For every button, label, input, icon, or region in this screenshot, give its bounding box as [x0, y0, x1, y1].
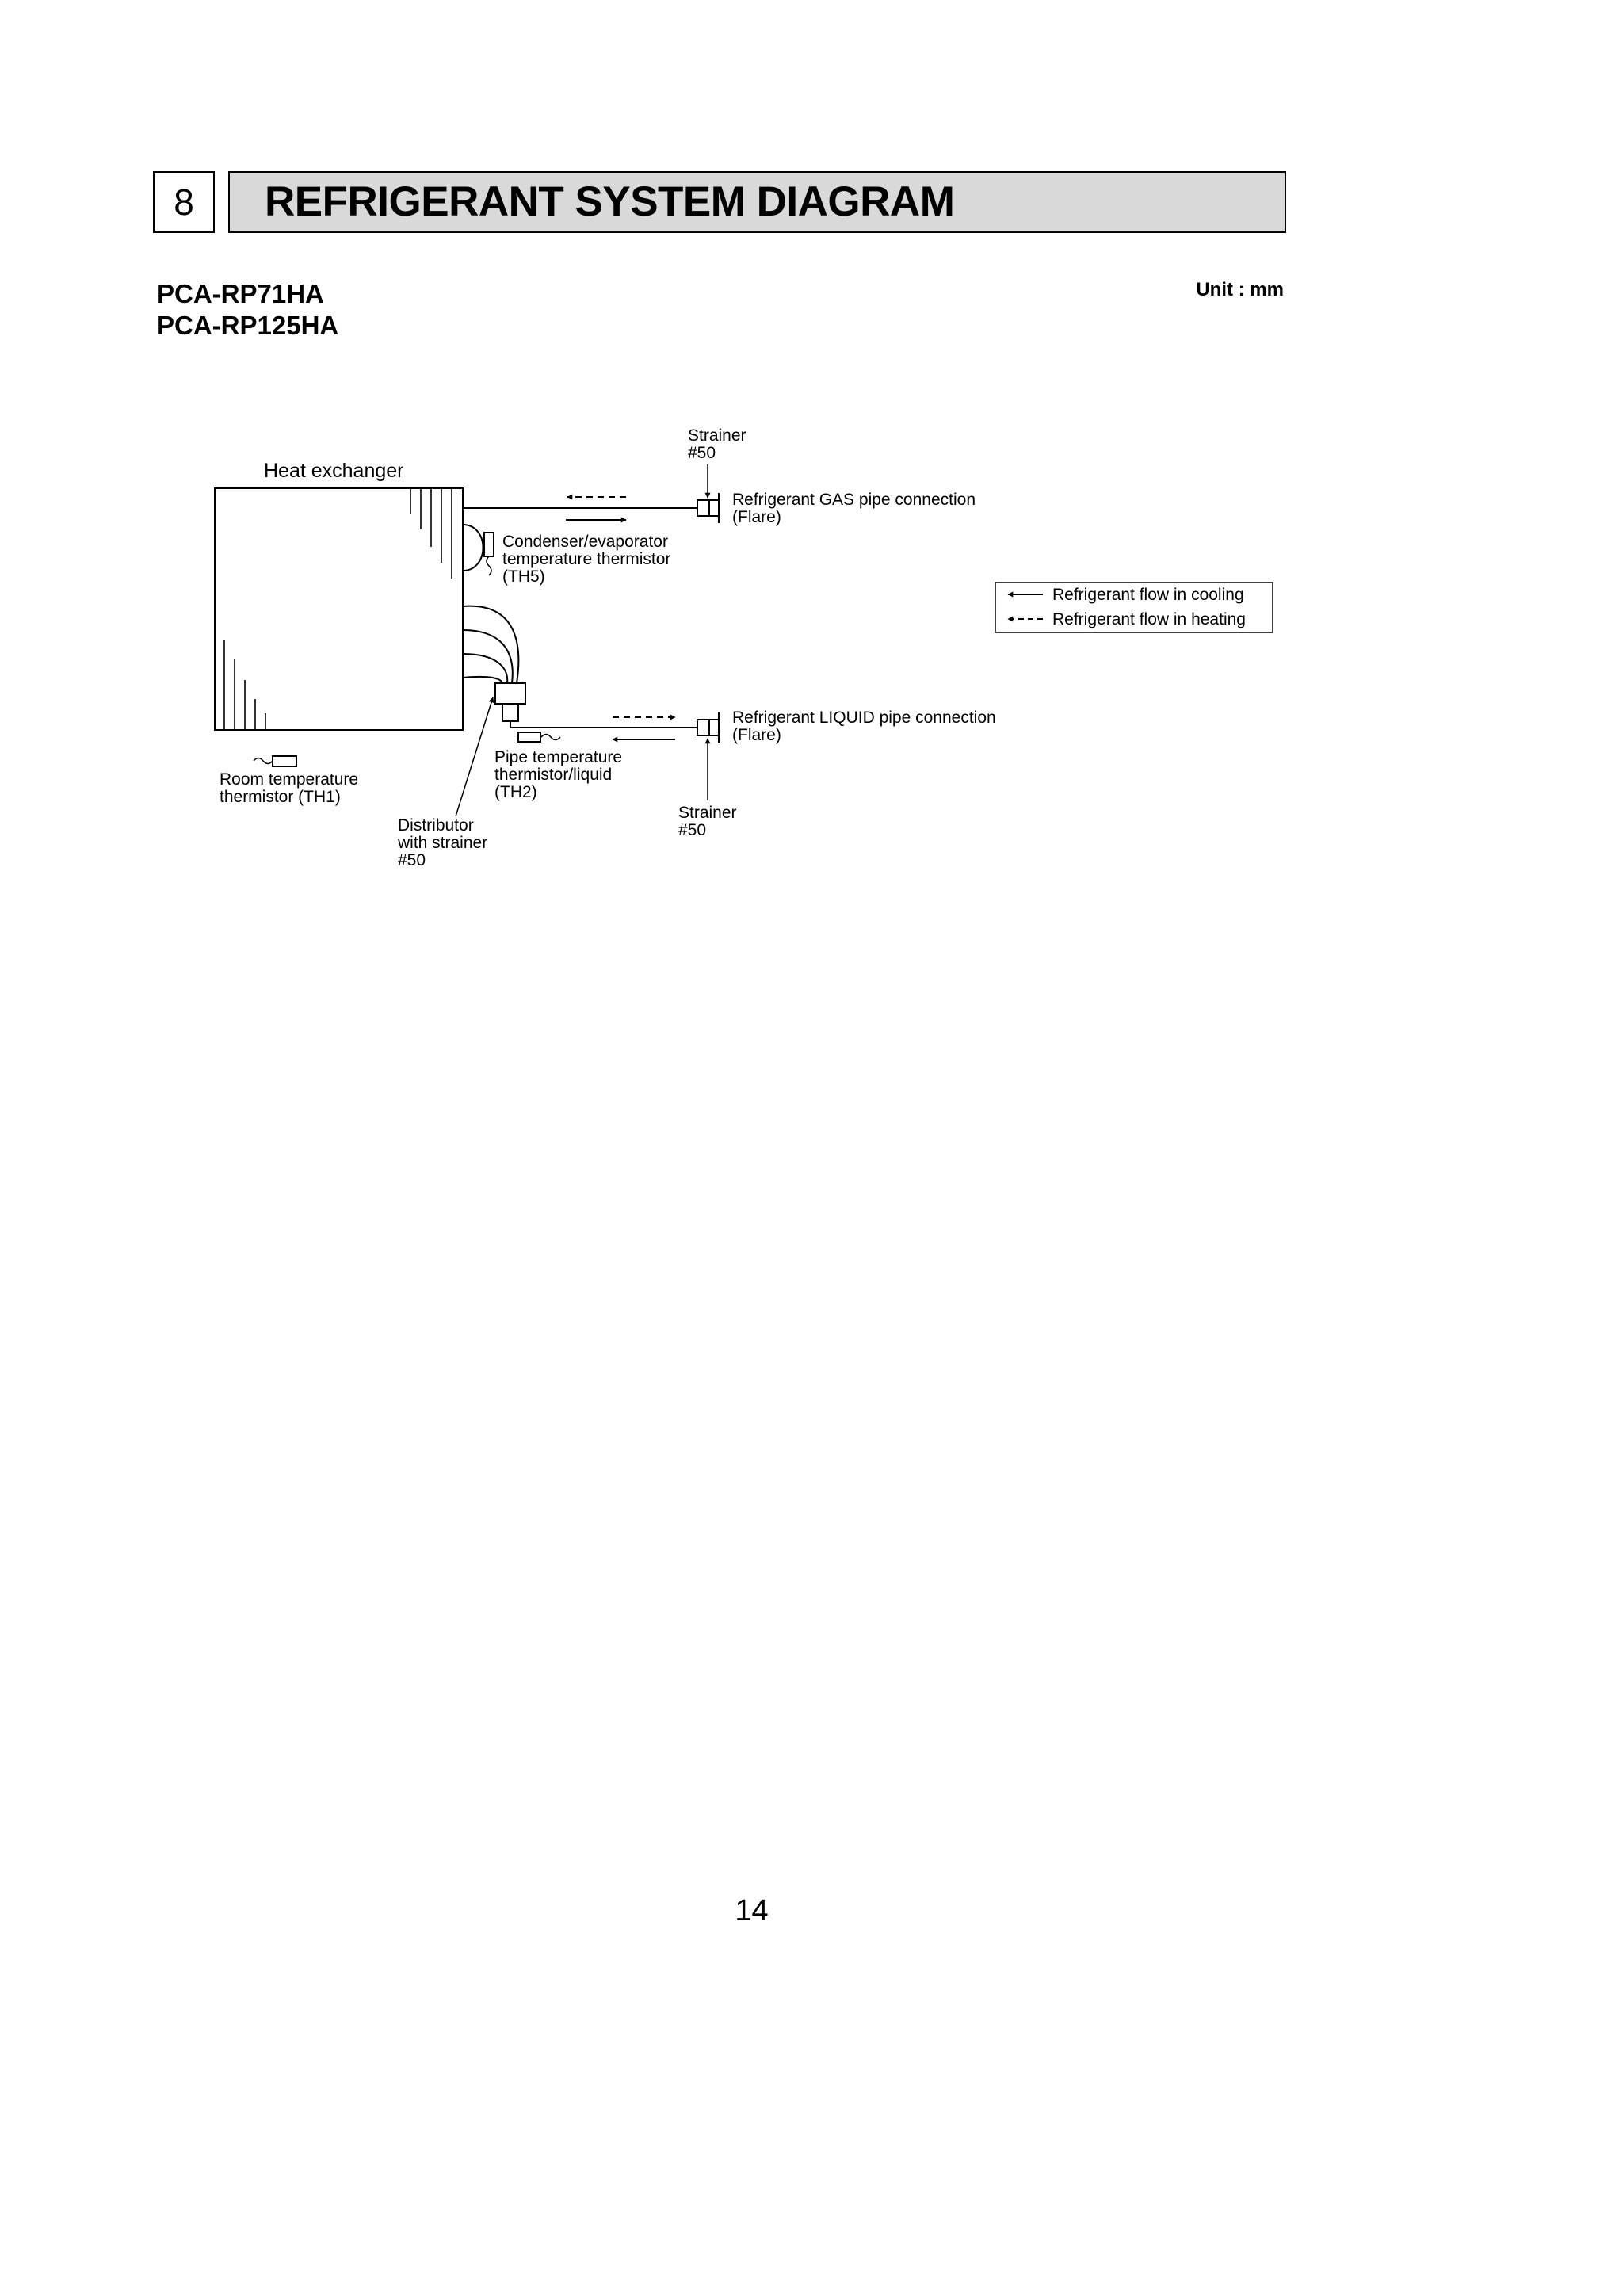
th5-label: temperature thermistor — [502, 550, 670, 568]
model-name: PCA-RP125HA — [157, 311, 339, 340]
heat-exchanger-label: Heat exchanger — [264, 460, 404, 482]
liquid-connection-sub: (Flare) — [732, 726, 781, 744]
th2-sensor-icon — [517, 732, 541, 743]
th5-label: (TH5) — [502, 567, 545, 586]
distributor-icon — [494, 682, 526, 705]
strainer-top-label: Strainer — [688, 426, 746, 445]
distributor-label: with strainer — [397, 834, 487, 852]
th5-wire — [486, 556, 492, 576]
flow-legend: Refrigerant flow in cooling Refrigerant … — [995, 582, 1273, 633]
th5-sensor-icon — [483, 532, 494, 557]
th1-label: Room temperature — [220, 770, 358, 789]
section-header: REFRIGERANT SYSTEM DIAGRAM — [228, 171, 1286, 233]
section-number: 8 — [153, 171, 215, 233]
distributor-label: Distributor — [398, 816, 474, 835]
heat-exchanger-fins — [223, 488, 452, 730]
th2-label: (TH2) — [494, 783, 537, 801]
strainer-top-size: #50 — [688, 444, 716, 462]
distributor-strainer-icon — [502, 703, 519, 722]
refrigerant-diagram: Heat exchanger Strainer #50 Refrigerant … — [214, 426, 1273, 869]
model-name: PCA-RP71HA — [157, 279, 324, 308]
gas-connection-sub: (Flare) — [732, 508, 781, 526]
strainer-bottom-size: #50 — [678, 821, 706, 839]
legend-cooling-label: Refrigerant flow in cooling — [1052, 586, 1244, 604]
gas-flare-fitting — [697, 493, 720, 523]
gas-connection-label: Refrigerant GAS pipe connection — [732, 491, 976, 509]
liquid-connection-label: Refrigerant LIQUID pipe connection — [732, 709, 996, 727]
th2-label: thermistor/liquid — [494, 766, 612, 784]
liquid-pipe — [510, 721, 697, 728]
legend-heating-label: Refrigerant flow in heating — [1052, 610, 1246, 628]
th1-wire — [253, 757, 273, 765]
page-title: REFRIGERANT SYSTEM DIAGRAM — [265, 178, 955, 225]
heat-exchanger-box — [214, 487, 464, 731]
th2-wire — [540, 733, 561, 741]
distributor-label: #50 — [398, 851, 426, 869]
gas-header-bend — [462, 524, 484, 571]
strainer-bottom-label: Strainer — [678, 804, 737, 822]
th5-label: Condenser/evaporator — [502, 533, 668, 551]
liquid-flare-fitting — [697, 712, 720, 743]
distributor-leader — [455, 697, 494, 817]
th1-label: thermistor (TH1) — [220, 788, 341, 806]
th2-label: Pipe temperature — [494, 748, 622, 766]
th1-sensor-icon — [272, 755, 297, 767]
unit-label: Unit : mm — [1196, 279, 1284, 300]
page-number: 14 — [735, 1894, 769, 1927]
distributor-tubes — [462, 605, 520, 684]
